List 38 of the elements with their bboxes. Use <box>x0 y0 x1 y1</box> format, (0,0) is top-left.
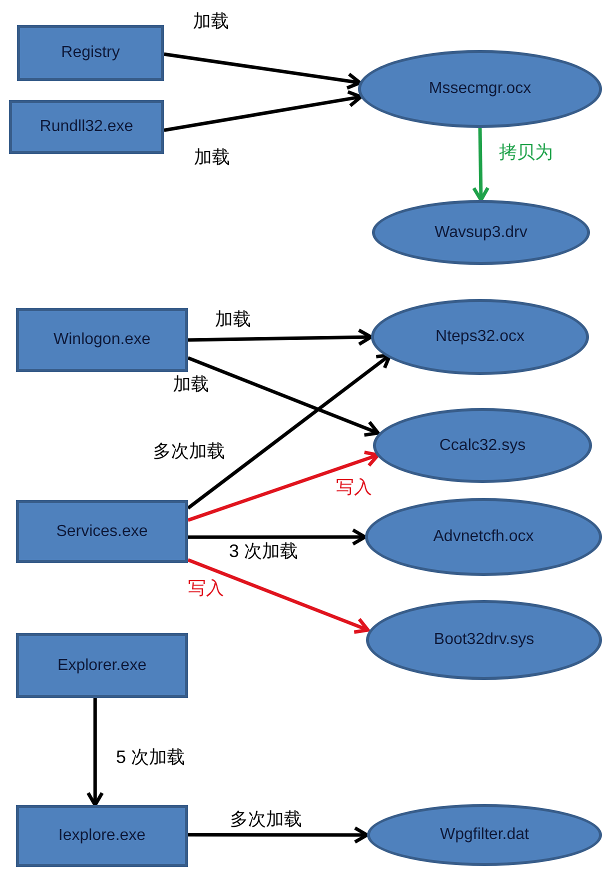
arrow <box>86 698 104 807</box>
edge-label: 加载 <box>214 308 252 330</box>
edge-label: 3 次加载 <box>228 540 300 562</box>
arrow <box>187 356 380 437</box>
process-box <box>16 308 188 372</box>
node-label: Advnetcfh.ocx <box>433 527 534 547</box>
node-label: Ccalc32.sys <box>439 436 526 456</box>
edge-label: 多次加载 <box>229 808 303 830</box>
edge-label: 加载 <box>192 10 230 32</box>
node-label: Services.exe <box>56 522 148 542</box>
edge-label: 写入 <box>335 476 373 498</box>
node-label: Explorer.exe <box>58 656 146 676</box>
node-label: Wpgfilter.dat <box>440 825 529 845</box>
node-label: Nteps32.ocx <box>436 327 524 347</box>
node-label: Wavsup3.drv <box>434 222 528 242</box>
node-label: Registry <box>61 43 120 63</box>
arrow <box>188 528 367 546</box>
arrow <box>187 558 370 634</box>
process-box <box>16 633 188 698</box>
node-label: Mssecmgr.ocx <box>428 79 532 99</box>
process-box <box>16 805 188 867</box>
edge-label: 多次加载 <box>152 440 226 462</box>
node-label: Rundll32.exe <box>40 117 134 137</box>
arrow <box>472 128 490 202</box>
edge-label: 拷贝为 <box>498 141 554 164</box>
node-label: Iexplore.exe <box>58 826 146 846</box>
arrow <box>188 328 373 346</box>
edge-label: 加载 <box>193 146 231 168</box>
process-box <box>9 100 164 154</box>
process-box <box>17 25 164 81</box>
edge-label: 5 次加载 <box>115 746 186 768</box>
edge-label: 加载 <box>172 373 210 396</box>
node-label: Boot32drv.sys <box>434 630 534 650</box>
process-box <box>16 500 188 563</box>
node-label: Winlogon.exe <box>54 330 150 350</box>
arrow <box>186 353 392 510</box>
arrow <box>188 826 369 844</box>
edge-label: 写入 <box>187 577 225 600</box>
